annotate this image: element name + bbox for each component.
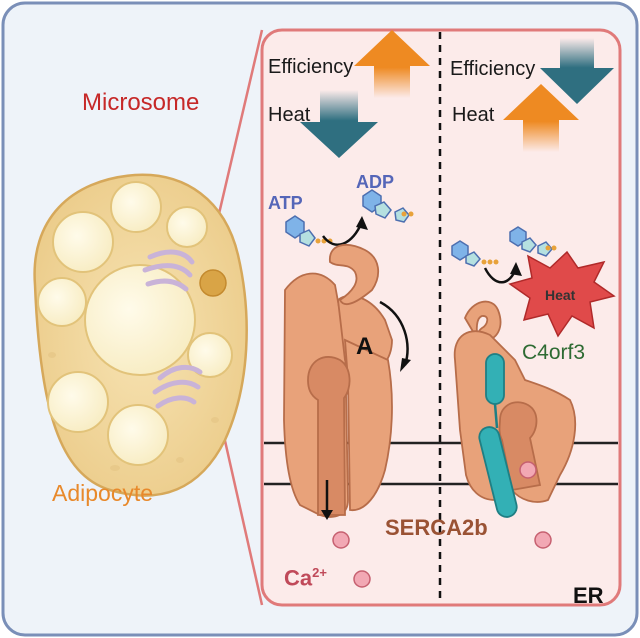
efficiency-label-left: Efficiency <box>268 56 354 78</box>
er-label: ER <box>573 583 604 608</box>
adipocyte-label: Adipocyte <box>52 480 154 506</box>
calcium-ion-icon <box>353 570 371 588</box>
down-arrow-icon <box>300 90 378 158</box>
down-arrow-icon <box>540 38 614 104</box>
calcium-ion-icon <box>534 531 552 549</box>
serca-label: SERCA2b <box>385 515 488 540</box>
efficiency-label-right: Efficiency <box>450 58 536 80</box>
up-arrow-icon <box>503 84 579 152</box>
heat-label-left: Heat <box>268 104 311 126</box>
calcium-ion-icon <box>519 461 537 479</box>
atp-label: ATP <box>268 193 303 213</box>
heat-label-right: Heat <box>452 104 495 126</box>
nucleotide-icon <box>285 215 333 247</box>
domain-a-label: A <box>356 333 374 360</box>
nucleotide-icon <box>509 226 557 257</box>
c4orf3-label: C4orf3 <box>522 341 586 364</box>
up-arrow-icon <box>354 30 430 98</box>
calcium-charge: 2+ <box>312 565 327 580</box>
heat-badge-label: Heat <box>545 287 576 303</box>
microsome-label: Microsome <box>82 89 200 116</box>
serca-protein-left <box>283 244 393 518</box>
adp-label: ADP <box>356 172 395 192</box>
heat-star-icon <box>508 250 616 338</box>
nucleotide-icon <box>362 189 414 223</box>
c4orf3-helix <box>478 353 518 518</box>
calcium-symbol: Ca <box>284 565 313 591</box>
calcium-label: Ca2+ <box>284 565 327 591</box>
nucleotide-icon <box>451 240 499 267</box>
calcium-ion-icon <box>332 531 350 549</box>
adipocyte-cell <box>33 173 248 497</box>
